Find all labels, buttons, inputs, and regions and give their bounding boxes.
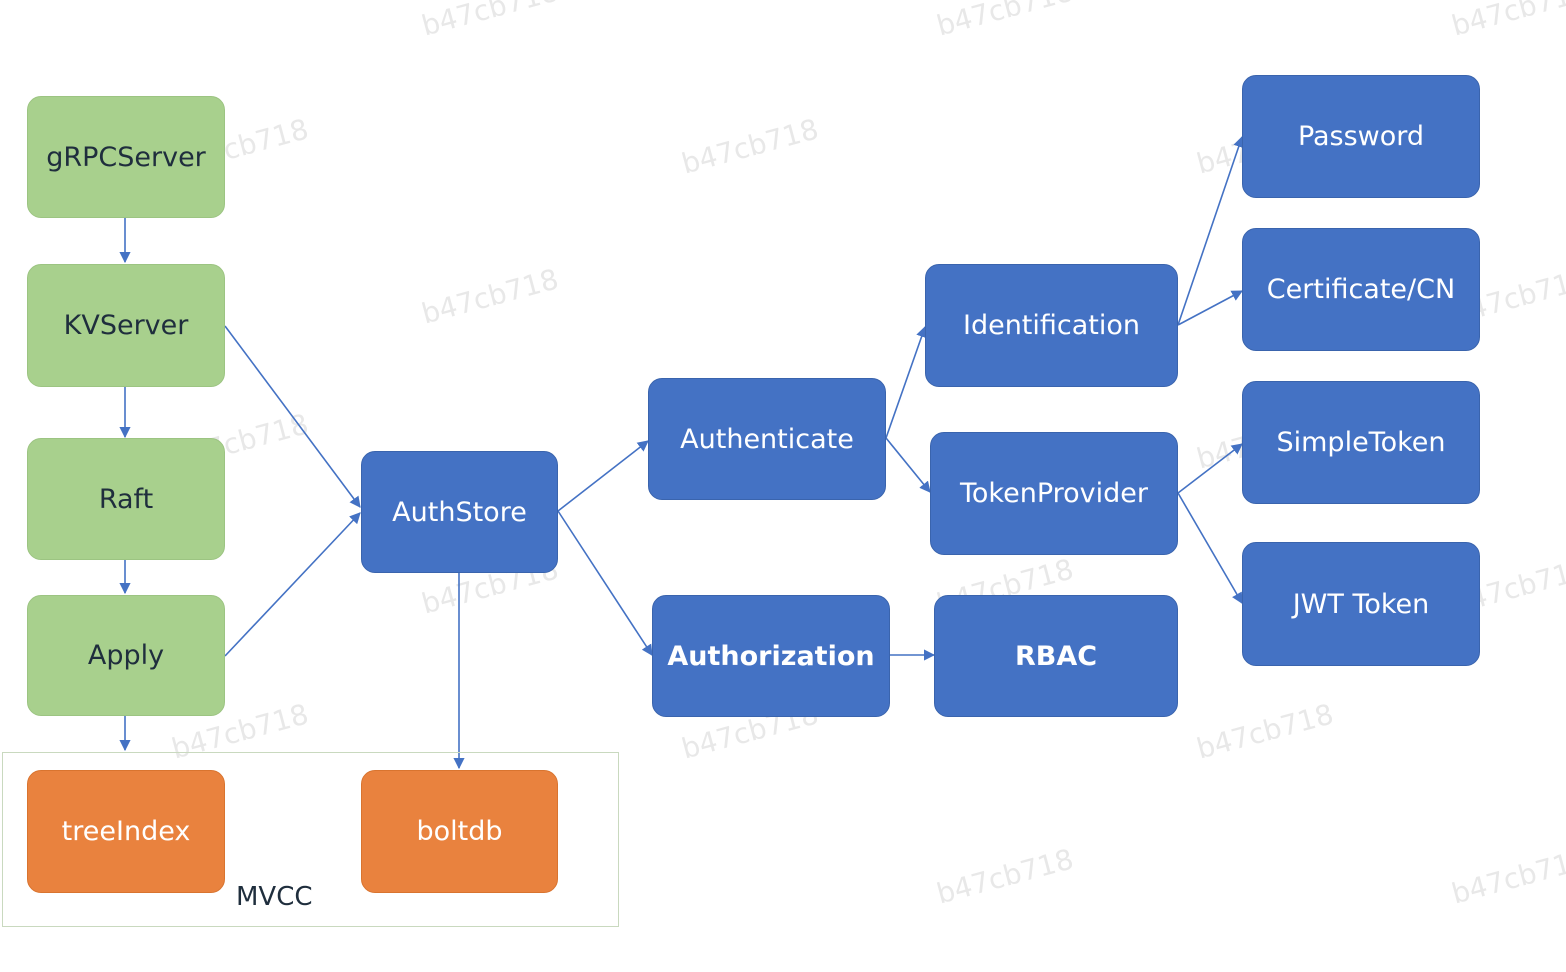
edge-authenticate-identification bbox=[885, 325, 927, 439]
edge-authstore-authenticate bbox=[557, 440, 649, 512]
edge-identification-certificate bbox=[1177, 290, 1243, 326]
node-authstore: AuthStore bbox=[361, 451, 558, 573]
node-password: Password bbox=[1242, 75, 1480, 198]
node-treeindex: treeIndex bbox=[27, 770, 225, 893]
edge-tokenprovider-jwttoken bbox=[1177, 492, 1243, 604]
node-tokenprovider: TokenProvider bbox=[930, 432, 1178, 555]
node-boltdb: boltdb bbox=[361, 770, 558, 893]
edge-authenticate-tokenprovider bbox=[885, 437, 931, 493]
mvcc-group-label: MVCC bbox=[236, 882, 313, 912]
node-raft: Raft bbox=[27, 438, 225, 560]
node-jwttoken: JWT Token bbox=[1242, 542, 1480, 666]
node-identification: Identification bbox=[925, 264, 1178, 387]
mvcc-group bbox=[2, 752, 619, 927]
edge-authstore-authorization bbox=[557, 510, 653, 656]
edge-tokenprovider-simpletoken bbox=[1177, 443, 1243, 494]
node-apply: Apply bbox=[27, 595, 225, 716]
node-authorization: Authorization bbox=[652, 595, 890, 717]
edge-identification-password bbox=[1177, 135, 1245, 326]
node-authenticate: Authenticate bbox=[648, 378, 886, 500]
node-rbac: RBAC bbox=[934, 595, 1178, 717]
edge-apply-authstore bbox=[224, 512, 361, 657]
node-certificate-cn: Certificate/CN bbox=[1242, 228, 1480, 351]
node-simpletoken: SimpleToken bbox=[1242, 381, 1480, 504]
edge-kvserver-authstore bbox=[224, 325, 361, 508]
node-grpcserver: gRPCServer bbox=[27, 96, 225, 218]
node-kvserver: KVServer bbox=[27, 264, 225, 387]
